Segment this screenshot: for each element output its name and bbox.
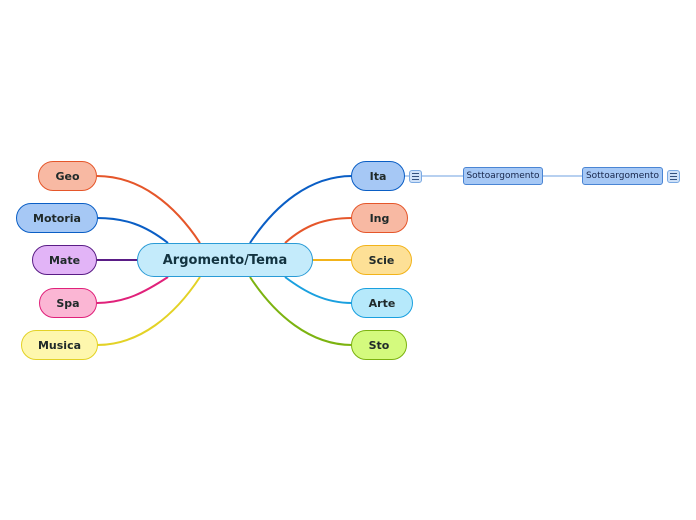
- topic-label: Geo: [55, 169, 80, 183]
- topic-ing[interactable]: Ing: [351, 203, 408, 233]
- central-topic[interactable]: Argomento/Tema: [137, 243, 313, 277]
- topic-label: Spa: [56, 296, 80, 310]
- link-ing: [284, 217, 353, 244]
- link-musica: [96, 276, 201, 346]
- topic-label: Ita: [369, 169, 387, 183]
- topic-ita[interactable]: Ita: [351, 161, 405, 191]
- central-topic-label: Argomento/Tema: [162, 252, 288, 268]
- topic-label: Motoria: [33, 211, 81, 225]
- link-arte: [284, 276, 353, 304]
- topic-label: Mate: [48, 253, 81, 267]
- topic-label: Sto: [368, 338, 390, 352]
- subtopic-label: Sottoargomento: [466, 171, 540, 181]
- topic-arte[interactable]: Arte: [351, 288, 413, 318]
- topic-label: Ing: [369, 211, 390, 225]
- notes-icon[interactable]: [409, 170, 422, 183]
- topic-geo[interactable]: Geo: [38, 161, 97, 191]
- topic-scie[interactable]: Scie: [351, 245, 412, 275]
- topic-spa[interactable]: Spa: [39, 288, 97, 318]
- topic-label: Scie: [368, 253, 395, 267]
- topic-motoria[interactable]: Motoria: [16, 203, 98, 233]
- topic-label: Musica: [37, 338, 82, 352]
- topic-musica[interactable]: Musica: [21, 330, 98, 360]
- link-geo: [96, 175, 201, 244]
- link-motoria: [96, 217, 169, 244]
- subtopic-2[interactable]: Sottoargomento: [582, 167, 663, 185]
- subtopic-label: Sottoargomento: [585, 171, 660, 181]
- notes-icon[interactable]: [667, 170, 680, 183]
- topic-label: Arte: [368, 296, 396, 310]
- link-ita: [249, 175, 353, 244]
- topic-mate[interactable]: Mate: [32, 245, 97, 275]
- topic-sto[interactable]: Sto: [351, 330, 407, 360]
- link-spa: [96, 276, 169, 304]
- subtopic-1[interactable]: Sottoargomento: [463, 167, 543, 185]
- link-sto: [249, 276, 353, 346]
